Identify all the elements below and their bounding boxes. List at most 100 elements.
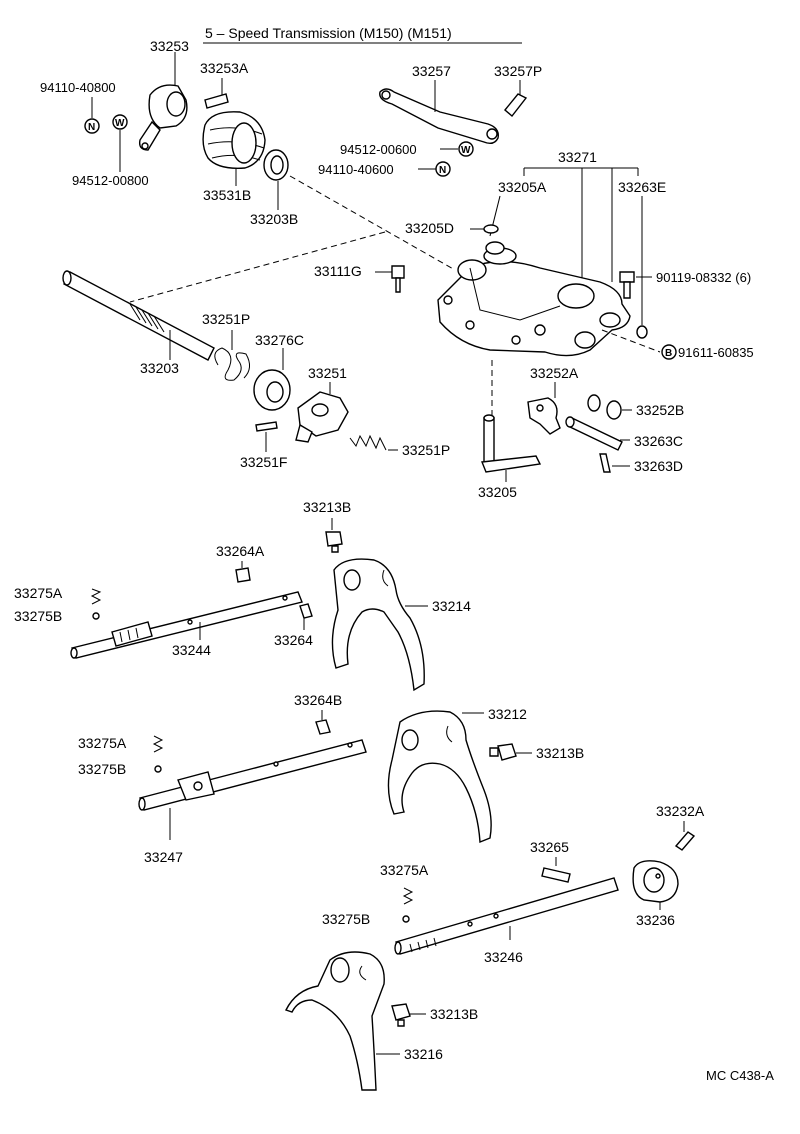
label-33205: 33205 [478,484,517,500]
part-33216-drawing [285,951,385,1091]
part-33214-drawing [331,558,425,692]
label-94512-00600: 94512-00600 [340,142,417,157]
part-33205-drawing [481,414,542,473]
washer-callout-w-2: W [458,141,474,157]
part-33257-drawing [379,88,499,145]
label-90119-08332: 90119-08332 (6) [656,270,751,285]
label-33264: 33264 [274,632,313,648]
label-33244: 33244 [172,642,211,658]
label-33264B: 33264B [294,692,342,708]
label-33263E: 33263E [618,179,666,195]
part-33251P-bottom-drawing [349,434,387,451]
part-33531B-drawing [202,111,266,169]
washer-callout-w-1: W [112,114,128,130]
part-33251P-top-drawing [214,347,250,381]
part-33213B-top-drawing [325,531,343,553]
part-33253A-drawing [204,93,229,109]
part-33247-drawing [138,739,367,811]
label-33205A: 33205A [498,179,547,195]
label-94512-00800: 94512-00800 [72,173,149,188]
label-33246: 33246 [484,949,523,965]
part-33252B-drawing [587,394,622,420]
part-33213B-mid-drawing [489,743,517,761]
label-33265: 33265 [530,839,569,855]
n-icon: N [439,165,446,176]
part-33264A-drawing [235,567,251,583]
label-33251P-top: 33251P [202,311,250,327]
label-33212: 33212 [488,706,527,722]
label-33531B: 33531B [203,187,251,203]
label-33264A: 33264A [216,543,265,559]
label-33257P: 33257P [494,63,542,79]
label-94110-40600: 94110-40600 [318,162,394,177]
part-33251-drawing [295,391,349,443]
part-33276C-drawing [253,369,291,411]
part-33111G-drawing [391,265,405,293]
label-33213B-top: 33213B [303,499,351,515]
part-33232A-drawing [674,831,696,851]
label-33203: 33203 [140,360,179,376]
diagram-code: MC C438-A [706,1068,774,1083]
label-33253A: 33253A [200,60,249,76]
label-33111G: 33111G [314,263,362,279]
label-33275A-2: 33275A [78,735,127,751]
label-33247: 33247 [144,849,183,865]
label-33263C: 33263C [634,433,683,449]
n-icon: N [88,122,95,133]
part-33203-drawing [62,270,215,361]
part-33275B-2-drawing [154,765,162,773]
part-33271-drawing [437,241,631,357]
label-33275B-2: 33275B [78,761,126,777]
nut-callout-n-2: N [435,161,451,177]
label-33275A-1: 33275A [14,585,63,601]
part-33265-drawing [541,867,571,883]
label-33275B-3: 33275B [322,911,370,927]
part-33213B-bottom-drawing [391,1003,411,1027]
part-33275B-3-drawing [402,915,410,923]
label-33251P-bottom: 33251P [402,442,450,458]
label-33251F: 33251F [240,454,287,470]
part-33244-drawing [70,591,303,659]
part-33253-drawing [138,84,188,151]
part-90119-08332-drawing [619,271,635,299]
part-33203B-drawing [263,149,289,181]
b-icon: B [665,348,672,359]
label-33216: 33216 [404,1046,443,1062]
nut-callout-n-1: N [84,118,100,134]
label-33253: 33253 [150,38,189,54]
part-33263D-drawing [599,453,611,473]
part-33275B-1-drawing [92,612,100,620]
label-33213B-bottom: 33213B [430,1006,478,1022]
label-33257: 33257 [412,63,451,79]
diagram-title: 5 – Speed Transmission (M150) (M151) [205,25,452,41]
label-33214: 33214 [432,598,471,614]
part-33257P-drawing [504,93,528,118]
part-33212-drawing [387,710,492,844]
part-33205D-drawing [483,224,499,234]
part-33263C-drawing [565,416,623,451]
bolt-callout-b: B [661,344,677,360]
label-33205D: 33205D [405,220,454,236]
label-33232A: 33232A [656,803,705,819]
label-33271: 33271 [558,149,597,165]
part-33264-drawing [299,603,313,619]
part-33263E-drawing [636,325,648,339]
label-33213B-mid: 33213B [536,745,584,761]
label-91611-60835: 91611-60835 [678,345,754,360]
part-33264B-drawing [315,719,331,735]
w-icon: W [115,118,125,129]
label-33252A: 33252A [530,365,579,381]
part-33275A-2-drawing [152,735,164,753]
part-33252A-drawing [527,397,561,435]
label-33276C: 33276C [255,332,304,348]
label-33252B: 33252B [636,402,684,418]
label-33275B-1: 33275B [14,608,62,624]
w-icon: W [461,145,471,156]
label-33251: 33251 [308,365,347,381]
part-33246-drawing [394,877,619,955]
label-33203B: 33203B [250,211,298,227]
part-33275A-1-drawing [90,588,102,605]
part-33251F-drawing [255,421,278,432]
label-33263D: 33263D [634,458,683,474]
